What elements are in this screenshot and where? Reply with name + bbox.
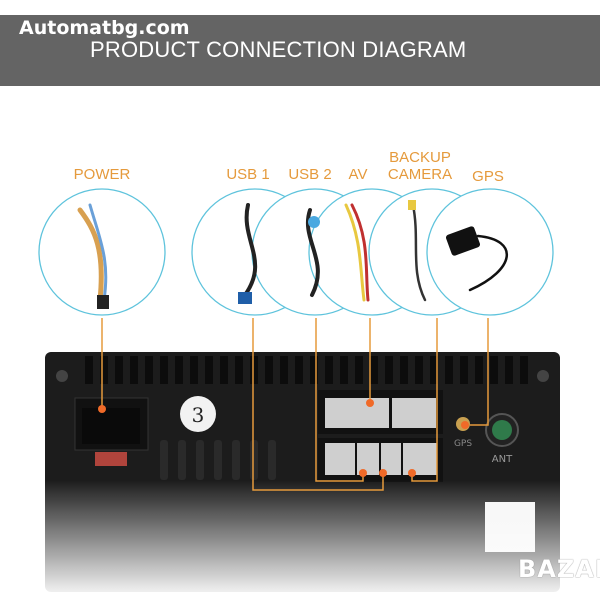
label-backup-camera: BACKUP CAMERA: [380, 149, 460, 183]
port-dots: [98, 399, 469, 477]
label-power: POWER: [73, 166, 131, 183]
svg-text:GPS: GPS: [454, 439, 472, 449]
header-banner: [0, 15, 600, 86]
label-backup-line1: BACKUP: [389, 149, 451, 166]
panel-number: 3: [192, 403, 205, 427]
cable-circles: [38, 188, 554, 316]
label-av: AV: [348, 166, 368, 183]
label-backup-line2: CAMERA: [387, 166, 453, 183]
screw-icon: [537, 370, 549, 382]
label-usb1: USB 1: [226, 166, 270, 183]
page-title: PRODUCT CONNECTION DIAGRAM: [90, 37, 467, 62]
ant-port: [492, 420, 512, 440]
connection-lines: [101, 318, 489, 491]
screw-icon: [56, 370, 68, 382]
label-usb2: USB 2: [288, 166, 332, 183]
label-gps: GPS: [472, 168, 504, 185]
site-logo: Automatbg.com: [19, 17, 190, 39]
cable-images: [77, 200, 508, 309]
fuse: [95, 452, 127, 466]
head-unit-rear: 3 GPS ANT: [40, 352, 565, 600]
watermark: BAZAR: [518, 555, 600, 583]
svg-text:ANT: ANT: [492, 454, 513, 465]
